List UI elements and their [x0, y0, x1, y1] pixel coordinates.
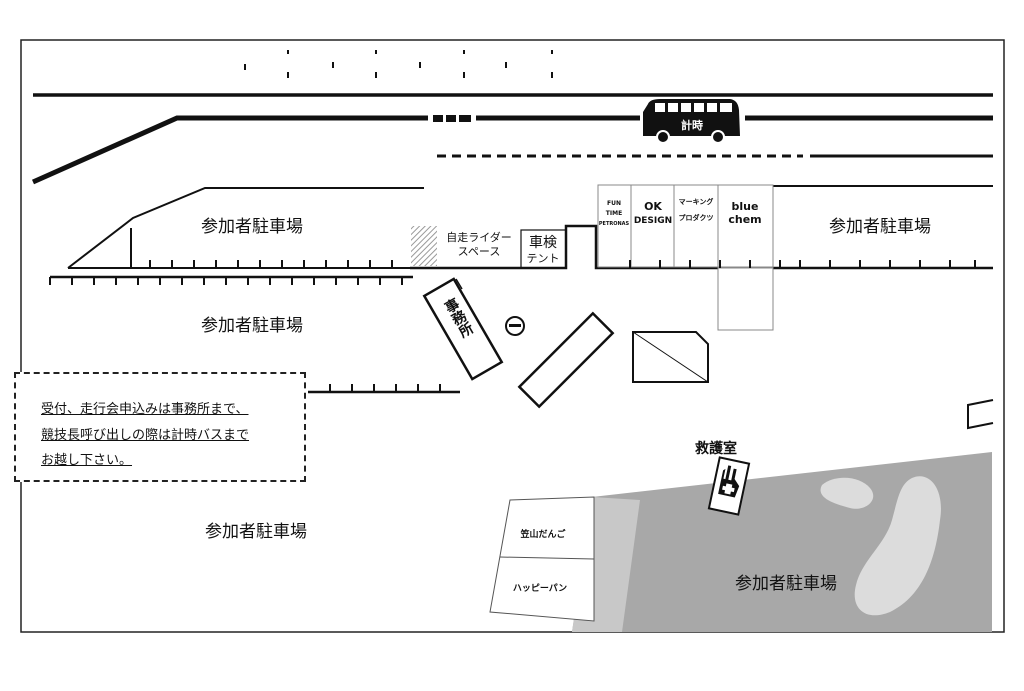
smoking-area-icon — [505, 316, 525, 336]
paddock-outline — [410, 224, 993, 270]
booth-blue-1: blue — [732, 200, 759, 213]
rider-space-label-1: 自走ライダー — [446, 230, 512, 244]
parking-label-upper-right: 参加者駐車場 — [829, 217, 931, 237]
office-flag — [455, 278, 463, 290]
food-booth-divider — [499, 556, 595, 560]
pit-building — [517, 311, 615, 409]
booth-funtime-2: TIME — [606, 210, 622, 217]
booth-ok-2: DESIGN — [634, 216, 672, 226]
booth-kasayama: 笠山だんご — [519, 528, 566, 540]
office-building — [422, 277, 504, 381]
track-gate-2 — [446, 115, 456, 122]
notice-line-1: 受付、走行会申込みは事務所まで、 — [41, 402, 249, 417]
info-notice: 受付、走行会申込みは事務所まで、 競技長呼び出しの際は計時バスまで お越し下さい… — [14, 372, 306, 482]
booth-happy: ハッピーパン — [513, 582, 567, 594]
booth-marking-1: マーキング — [679, 197, 714, 206]
right-edge-structure — [967, 399, 994, 430]
rider-space-hatch — [411, 226, 437, 266]
booth-marking-2: プロダクツ — [679, 213, 714, 222]
track-gate-1 — [433, 115, 443, 122]
notice-line-2: 競技長呼び出しの際は計時バスまで — [41, 428, 250, 443]
rider-space-label-2: スペース — [458, 245, 501, 258]
parking-label-upper-left: 参加者駐車場 — [201, 217, 303, 237]
booth-ok-1: OK — [644, 200, 662, 213]
booth-funtime-3: PETRONAS — [599, 221, 630, 227]
booth-funtime-1: FUN — [607, 200, 621, 207]
pale-patch-1 — [854, 476, 941, 616]
notice-line-3: お越し下さい。 — [41, 453, 133, 468]
top-marks — [244, 50, 553, 78]
parking-stalls-right — [629, 260, 976, 268]
parking-label-lower-right: 参加者駐車場 — [735, 574, 837, 594]
first-aid-icon — [707, 456, 751, 516]
bus-label: 計時 — [681, 118, 703, 132]
parking-boundary-left — [67, 187, 424, 269]
booth-row — [597, 184, 774, 268]
parking-label-lower-left: 参加者駐車場 — [205, 522, 307, 542]
pale-patch-2 — [820, 477, 874, 509]
tent-label: テント — [527, 252, 560, 265]
bus-icon: 計時 — [643, 99, 740, 144]
parking-stalls-upper-left — [149, 260, 393, 268]
track-gate-3 — [459, 115, 471, 122]
parking-stalls-lower-left — [49, 277, 403, 285]
first-aid-label: 救護室 — [695, 440, 737, 457]
track-line-diagonal — [31, 115, 428, 185]
parking-stalls-middle — [329, 384, 441, 392]
storage-diagonal — [632, 331, 709, 383]
inspection-label: 車検 — [529, 234, 557, 251]
food-booths — [489, 496, 595, 622]
booth-blue-2: chem — [728, 213, 761, 226]
blue-chem-extension — [717, 267, 774, 331]
parking-label-middle-left: 参加者駐車場 — [201, 316, 303, 336]
